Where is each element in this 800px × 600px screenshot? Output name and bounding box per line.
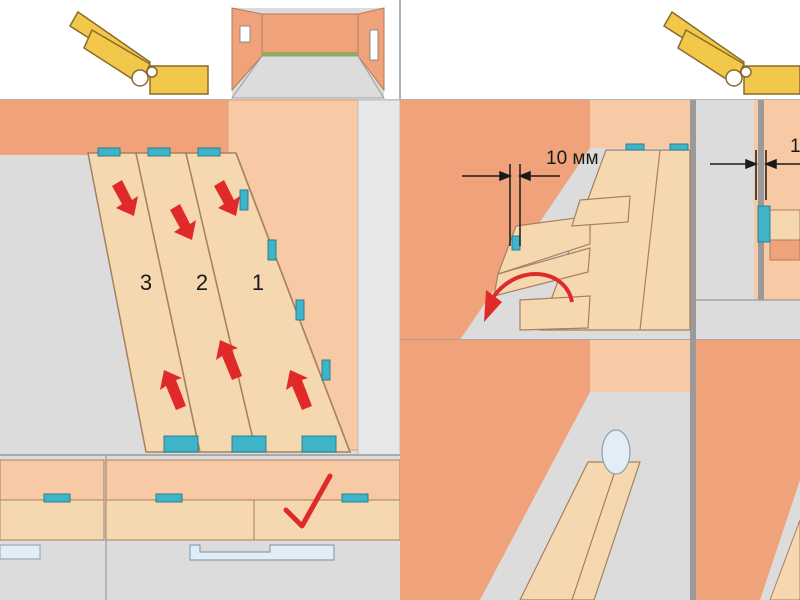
arrow-icon [160,340,312,410]
gap-dimension-label: 10 мм [546,148,599,169]
dimension-line-icon [462,164,560,246]
lock-profile-icon [662,10,800,95]
gap-dimension-label-cut: 1 [790,136,800,157]
panel-corner [696,340,800,600]
arrow-icon [112,180,240,240]
dimension-line-icon [710,150,800,200]
check-icon [283,473,333,529]
row-label: 1 [252,270,264,295]
panel-seam-offset [0,454,401,600]
panel-last-plank [400,339,800,600]
rotate-arrow-icon [484,272,574,322]
panel-gap-closeup: 1 [696,100,800,340]
lock-profile-icon [68,10,209,95]
spacer-clips [97,147,337,453]
panel-plank-rows: 3 2 1 [0,99,401,461]
room-icon [231,7,385,99]
row-label: 3 [140,270,152,295]
row-label: 2 [196,270,208,295]
